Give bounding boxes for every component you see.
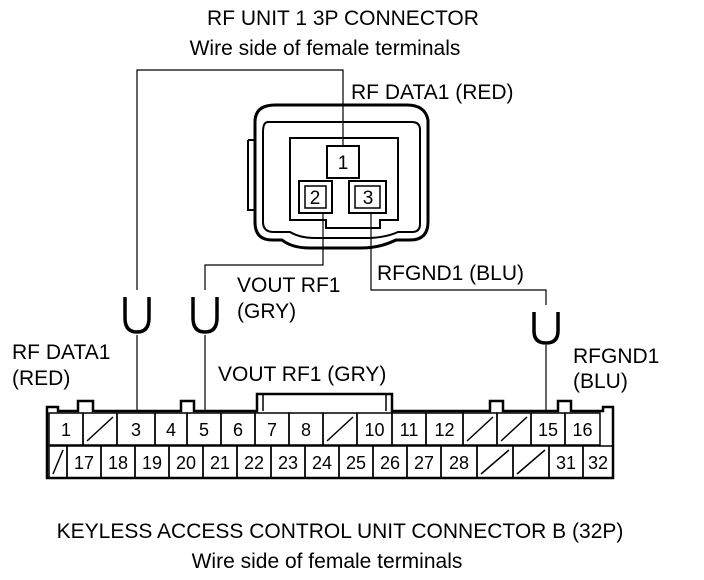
connector-pin: 19 [134, 445, 170, 479]
connector-row-1: 1 3 4 5 6 7 8 10 11 12 15 16 [48, 412, 601, 446]
connector-pin: 32 [582, 445, 614, 479]
label-rfgnd1-blu: RFGND1 (BLU) [377, 262, 524, 285]
connector-pin: 20 [168, 445, 204, 479]
connector-cavity-empty [496, 412, 532, 446]
svg-text:20: 20 [176, 453, 196, 473]
connector-pin: 31 [548, 445, 584, 479]
connector-pin: 23 [270, 445, 306, 479]
connector-cavity-empty [512, 445, 550, 479]
svg-text:25: 25 [346, 453, 366, 473]
label-right-rfgnd1-color: (BLU) [573, 370, 628, 393]
label-vout-rf1: VOUT RF1 [237, 274, 340, 297]
svg-text:19: 19 [142, 453, 162, 473]
rf-pin-2: 2 [298, 180, 333, 214]
svg-text:26: 26 [380, 453, 400, 473]
rf-pin-1: 1 [326, 145, 360, 179]
keyless-connector-title: KEYLESS ACCESS CONTROL UNIT CONNECTOR B … [57, 520, 624, 543]
rf-connector-subtitle: Wire side of female terminals [190, 37, 461, 60]
svg-text:16: 16 [572, 420, 592, 440]
connector-pin: 3 [116, 412, 156, 446]
connector-cavity-empty [476, 445, 514, 479]
svg-text:4: 4 [166, 420, 176, 440]
rf-connector-housing [247, 103, 430, 250]
svg-text:2: 2 [310, 188, 321, 209]
svg-text:5: 5 [199, 420, 209, 440]
connector-pin: 7 [254, 412, 290, 446]
connector-pin: 24 [304, 445, 340, 479]
svg-text:1: 1 [338, 153, 349, 174]
connector-cavity-empty [48, 445, 68, 479]
label-rf-data1-red: RF DATA1 (RED) [351, 81, 514, 104]
svg-text:1: 1 [61, 420, 71, 440]
svg-text:31: 31 [556, 453, 576, 473]
connector-pin: 8 [288, 412, 324, 446]
connector-pin: 27 [406, 445, 442, 479]
svg-text:3: 3 [131, 420, 141, 440]
connector-pin: 21 [202, 445, 238, 479]
svg-text:18: 18 [108, 453, 128, 473]
wire-rf-data1 [136, 69, 344, 410]
connector-cavity-empty [82, 412, 118, 446]
connector-pin: 1 [48, 412, 84, 446]
wire-vout-rf1 [204, 213, 324, 410]
rf-connector-title: RF UNIT 1 3P CONNECTOR [207, 7, 479, 30]
keyless-connector-subtitle: Wire side of female terminals [192, 550, 463, 573]
connector-pin: 16 [564, 412, 601, 446]
svg-text:10: 10 [364, 420, 384, 440]
probe-hook-icon [123, 297, 151, 334]
rf-pin-3: 3 [348, 180, 387, 214]
probe-hook-icon [191, 297, 219, 334]
connector-pin: 26 [372, 445, 408, 479]
svg-text:28: 28 [449, 453, 469, 473]
svg-text:11: 11 [400, 420, 419, 440]
svg-text:6: 6 [233, 420, 243, 440]
svg-text:7: 7 [267, 420, 277, 440]
svg-text:17: 17 [74, 453, 94, 473]
connector-pin: 10 [356, 412, 393, 446]
connector-cavity-empty [322, 412, 358, 446]
label-right-rfgnd1: RFGND1 [573, 345, 659, 368]
svg-text:3: 3 [363, 188, 374, 209]
connector-pin: 25 [338, 445, 374, 479]
svg-text:8: 8 [301, 420, 311, 440]
connector-pin: 28 [440, 445, 478, 479]
connector-pin: 17 [66, 445, 102, 479]
connector-row-2: 17 18 19 20 21 22 23 24 25 26 27 28 31 32 [48, 445, 614, 479]
connector-pin: 22 [236, 445, 272, 479]
connector-pin: 18 [100, 445, 136, 479]
probe-hook-icon [532, 312, 560, 345]
svg-text:23: 23 [278, 453, 298, 473]
svg-text:21: 21 [210, 453, 230, 473]
label-vout-rf1-gry: VOUT RF1 (GRY) [218, 363, 386, 386]
svg-text:15: 15 [538, 420, 558, 440]
connector-cavity-empty [462, 412, 498, 446]
label-vout-rf1-color: (GRY) [237, 300, 296, 323]
svg-text:22: 22 [244, 453, 264, 473]
connector-pin: 5 [186, 412, 222, 446]
keyless-connector-housing [45, 392, 615, 480]
svg-text:24: 24 [312, 453, 332, 473]
svg-text:27: 27 [414, 453, 434, 473]
svg-text:32: 32 [588, 453, 608, 473]
connector-pin: 6 [220, 412, 256, 446]
label-left-rf-data1-color: (RED) [12, 367, 70, 390]
connector-pin: 12 [425, 412, 464, 446]
connector-pin: 4 [154, 412, 188, 446]
connector-pin: 15 [530, 412, 566, 446]
connector-pin: 11 [391, 412, 427, 446]
label-left-rf-data1: RF DATA1 [12, 341, 110, 364]
svg-text:12: 12 [434, 420, 454, 440]
wire-rfgnd1 [370, 213, 547, 412]
